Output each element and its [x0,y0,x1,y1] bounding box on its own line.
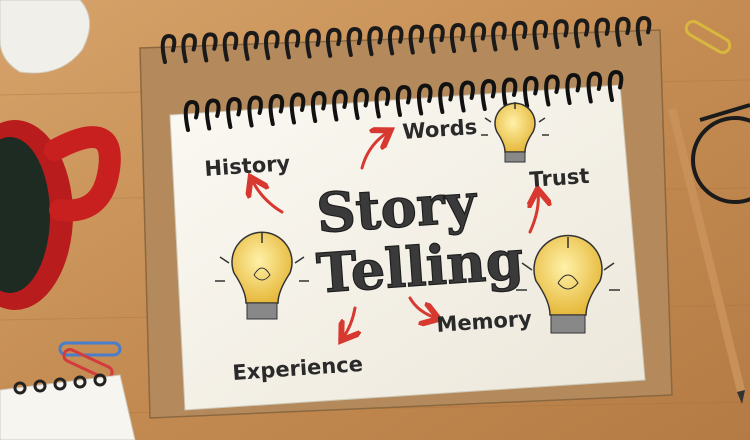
word-trust: Trust [529,164,590,192]
spiral-coil [204,98,221,131]
lightbulb-icon [481,102,549,163]
spiral-coil [353,87,369,120]
word-history: History [204,151,292,181]
arrow-experience [343,306,355,338]
crumpled-paper [0,0,90,74]
spiral-coil [226,96,242,129]
spiral-coil [264,30,280,61]
arrows [252,132,538,338]
spiral-coil [438,81,454,114]
spiral-coil [635,15,652,46]
spiral-coil [289,92,306,125]
mug-icon [0,120,121,310]
pencil-icon [668,108,745,404]
spiral-coil [325,27,342,58]
spiral-coil [553,19,569,50]
spiral-coil [416,83,433,116]
glasses-icon [691,103,750,204]
spiral-coil [332,89,348,122]
spiral-coil [491,21,507,52]
spiral-coil [607,69,624,102]
spiral-coil [522,75,539,108]
paperclip-icon [684,20,732,54]
spiral-coil [449,23,466,54]
title-line-1: Story [314,170,479,245]
spiral-coil [183,99,200,132]
spiral-coil [268,93,285,126]
arrow-trust [530,192,538,234]
spiral-coil [501,77,518,110]
spiral-coil [586,71,603,104]
spiral-coil [565,72,581,105]
lightbulb-icon [516,234,620,334]
spiral-coil [615,16,631,47]
spiral-coil [222,31,239,62]
front-spiral [183,69,624,132]
spiral-coil [594,17,611,48]
spiral-coil [459,80,475,113]
paperclip-icon [58,341,122,380]
spiral-coil [202,32,218,63]
spiral-coil [408,24,425,55]
spiral-coil [544,74,560,107]
spiral-coil [247,95,263,128]
story-telling-title: Story Telling [314,170,526,306]
spiral-coil [160,33,177,64]
spiral-coil [305,28,321,59]
spiral-coil [243,30,259,61]
title-line-2: Telling [315,227,526,305]
spiral-coil [480,78,497,111]
spiral-coil [367,26,383,57]
lightbulb-icon [215,231,309,320]
spiral-coil [429,23,445,54]
arrow-memory [408,296,436,318]
notebook-page [169,84,646,411]
spiral-coil [284,29,301,60]
arrow-words [360,132,388,170]
spiral-coil [387,25,404,56]
back-spiral [160,15,652,64]
spiral-coil [532,19,549,50]
spiral-coil [310,90,327,123]
word-words: Words [402,115,478,144]
spiral-coil [374,86,391,119]
spiral-coil [573,18,590,49]
arrow-history [252,180,284,214]
spiral-coil [511,20,528,51]
spiral-coil [346,26,363,57]
spiral-coil [470,22,487,53]
spiral-coil [181,33,197,64]
small-notebook [0,373,136,440]
spiral-coil [395,84,412,117]
